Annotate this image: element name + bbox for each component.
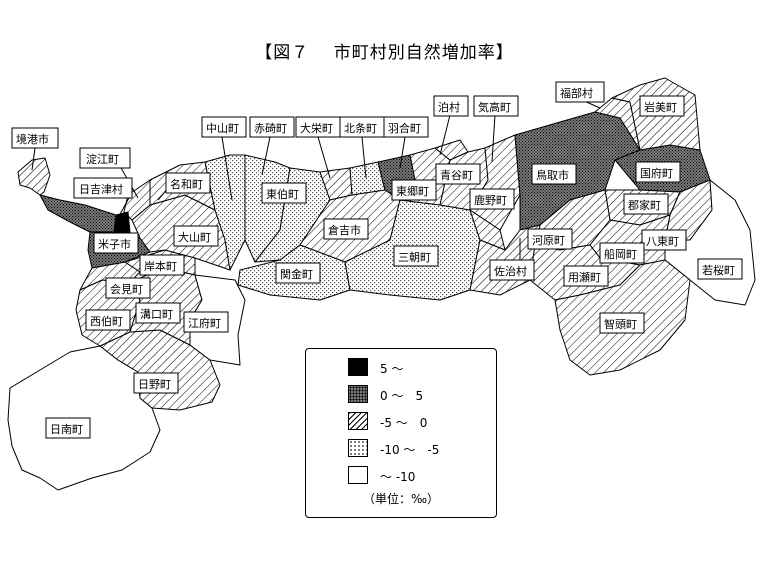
label-chizu: 智頭町: [599, 312, 645, 334]
svg-text:福部村: 福部村: [560, 86, 593, 100]
label-aimi: 会見町: [105, 277, 151, 299]
label-tomari: 泊村: [433, 95, 469, 117]
legend-label: -5 ～ 0: [380, 416, 428, 430]
legend-label: 5 ～: [380, 362, 404, 376]
svg-text:船岡町: 船岡町: [604, 247, 637, 261]
svg-text:日野町: 日野町: [138, 378, 171, 391]
label-kooge: 郡家町: [623, 193, 669, 215]
svg-text:大山町: 大山町: [178, 230, 211, 244]
label-saji: 佐治村: [489, 259, 535, 281]
svg-text:国府町: 国府町: [640, 166, 673, 180]
legend-label: ～ -10: [380, 470, 416, 484]
svg-text:三朝町: 三朝町: [398, 251, 431, 264]
svg-text:若桜町: 若桜町: [702, 263, 735, 277]
svg-text:名和町: 名和町: [170, 177, 203, 191]
label-yonago: 米子市: [93, 232, 139, 254]
svg-text:会見町: 会見町: [110, 283, 143, 296]
svg-text:江府町: 江府町: [188, 316, 221, 330]
label-hojo: 北条町: [339, 116, 385, 138]
label-nawa: 名和町: [165, 172, 211, 194]
label-tottori: 鳥取市: [531, 163, 577, 185]
label-mizokuchi: 溝口町: [135, 302, 181, 324]
svg-text:中山町: 中山町: [206, 122, 239, 135]
legend-swatch-hatch: [348, 412, 368, 430]
legend-label: -10 ～ -5: [380, 443, 440, 457]
svg-text:気高町: 気高町: [478, 100, 511, 114]
label-funaoka: 船岡町: [599, 242, 645, 264]
svg-text:鹿野町: 鹿野町: [474, 193, 507, 207]
label-wakasa: 若桜町: [697, 258, 743, 280]
label-kishimoto: 岸本町: [139, 254, 185, 276]
svg-text:日南町: 日南町: [50, 423, 83, 436]
svg-text:河原町: 河原町: [532, 234, 565, 247]
legend-swatch-black: [348, 358, 368, 376]
label-kurayoshi: 倉吉市: [323, 218, 369, 240]
label-daiei: 大栄町: [295, 116, 341, 138]
region-sakaiminato: [17, 157, 51, 196]
svg-text:鳥取市: 鳥取市: [536, 168, 569, 182]
svg-text:羽合町: 羽合町: [388, 121, 421, 135]
label-hino: 日野町: [133, 372, 179, 394]
svg-text:八東町: 八東町: [646, 235, 679, 248]
region-tottori: [514, 111, 641, 231]
region-yodoe: [123, 179, 151, 221]
svg-text:淀江町: 淀江町: [86, 152, 119, 166]
svg-text:用瀬町: 用瀬町: [568, 270, 601, 284]
label-tohaku: 東伯町: [261, 182, 307, 204]
legend-unit: （単位：‰）: [362, 492, 440, 506]
svg-text:泊村: 泊村: [438, 100, 460, 114]
svg-text:大栄町: 大栄町: [300, 121, 333, 135]
label-iwami: 岩美町: [639, 95, 685, 117]
label-misasa: 三朝町: [393, 245, 439, 267]
svg-text:赤碕町: 赤碕町: [254, 122, 287, 135]
svg-text:関金町: 関金町: [280, 267, 313, 281]
label-ketaka: 気高町: [473, 95, 519, 117]
label-nichinan: 日南町: [45, 417, 91, 439]
label-fukube: 福部村: [555, 81, 605, 103]
svg-text:倉吉市: 倉吉市: [328, 223, 361, 237]
legend-swatch-sparse-dots: [348, 439, 368, 457]
region-nakayama: [204, 154, 246, 271]
svg-text:日吉津村: 日吉津村: [79, 182, 123, 196]
legend-swatch-dense-dots: [348, 385, 368, 403]
svg-text:北条町: 北条町: [344, 121, 377, 135]
label-hatto: 八東町: [641, 229, 687, 251]
label-akasaki: 赤碕町: [249, 116, 295, 138]
label-kawahara: 河原町: [527, 228, 573, 250]
label-saihaku: 西伯町: [85, 309, 131, 331]
svg-text:米子市: 米子市: [98, 237, 131, 251]
legend: 5 ～ 0 ～ 5 -5 ～ 0 -10 ～ -5 ～ -10 （単位：‰）: [305, 348, 497, 518]
label-shikano: 鹿野町: [469, 188, 515, 210]
svg-text:東郷町: 東郷町: [396, 184, 429, 198]
label-nakayama: 中山町: [201, 116, 247, 138]
label-hawai: 羽合町: [383, 116, 429, 138]
legend-label: 0 ～ 5: [380, 389, 424, 403]
svg-text:境港市: 境港市: [16, 132, 49, 146]
label-mochigase: 用瀬町: [563, 265, 609, 287]
label-hiezu: 日吉津村: [73, 177, 133, 199]
legend-swatch-white: [348, 466, 368, 484]
map-title: 【図７ 市町村別自然増加率】: [255, 43, 514, 63]
svg-text:岸本町: 岸本町: [144, 259, 177, 273]
label-kokufu: 国府町: [635, 161, 681, 183]
svg-text:岩美町: 岩美町: [644, 100, 677, 114]
svg-text:西伯町: 西伯町: [90, 314, 123, 328]
svg-text:佐治村: 佐治村: [494, 264, 527, 278]
label-daisen: 大山町: [173, 225, 219, 247]
label-togo: 東郷町: [391, 179, 437, 201]
svg-text:東伯町: 東伯町: [266, 187, 299, 201]
label-kofu: 江府町: [183, 311, 229, 333]
label-sakaiminato: 境港市: [11, 127, 59, 149]
label-aoya: 青谷町: [435, 163, 481, 185]
label-sekigane: 関金町: [275, 262, 321, 284]
svg-text:郡家町: 郡家町: [628, 198, 661, 212]
label-yodoe: 淀江町: [79, 147, 131, 169]
region-yonago-coast: [39, 194, 117, 233]
svg-text:智頭町: 智頭町: [604, 317, 637, 331]
svg-text:溝口町: 溝口町: [140, 308, 173, 321]
svg-text:青谷町: 青谷町: [440, 169, 473, 182]
